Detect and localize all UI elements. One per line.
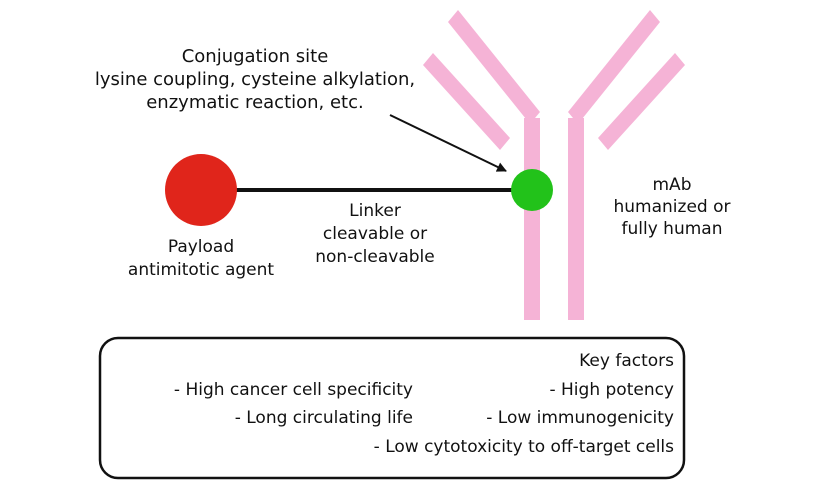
key-factors-box <box>98 336 686 480</box>
payload-circle <box>165 154 237 226</box>
conjugation-label-title: Conjugation site <box>182 46 329 67</box>
conjugation-label-methods-2: enzymatic reaction, etc. <box>146 92 364 113</box>
key-factors-title: Key factors <box>579 351 674 371</box>
antibody-heavy-chain-right <box>568 118 584 320</box>
payload-label-title: Payload <box>168 237 234 257</box>
mab-label-title: mAb <box>653 175 692 195</box>
conjugation-site-dot <box>511 169 553 211</box>
key-factor-low-immunogenicity: - Low immunogenicity <box>486 408 674 428</box>
linker-label-title: Linker <box>349 201 401 221</box>
antibody-light-chain-right <box>598 53 685 150</box>
key-factor-cancer-specificity: - High cancer cell specificity <box>174 380 413 400</box>
antibody-heavy-arm-right <box>568 10 660 124</box>
linker-label-line3: non-cleavable <box>315 247 434 267</box>
antibody-heavy-chain-left <box>524 118 540 320</box>
antibody-heavy-arm-left <box>448 10 540 124</box>
mab-label-line2: humanized or <box>614 197 731 217</box>
antibody-shape <box>423 10 685 320</box>
payload-label-desc: antimitotic agent <box>128 260 275 280</box>
key-factor-low-cytotoxicity: - Low cytotoxicity to off-target cells <box>374 437 674 457</box>
linker-label-line2: cleavable or <box>323 224 427 244</box>
mab-label-line3: fully human <box>622 219 723 239</box>
antibody-light-chain-left <box>423 53 510 150</box>
key-factor-high-potency: - High potency <box>549 380 674 400</box>
conjugation-arrow <box>389 114 507 172</box>
conjugation-label-methods: lysine coupling, cysteine alkylation, <box>95 69 415 90</box>
key-factor-long-circulating: - Long circulating life <box>235 408 413 428</box>
